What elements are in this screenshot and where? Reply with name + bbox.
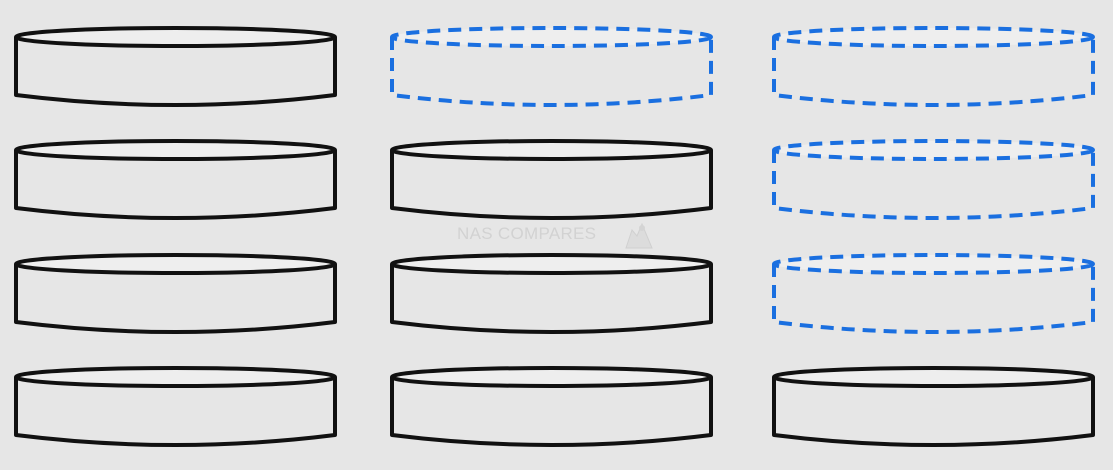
disk-drive	[14, 253, 337, 334]
empty-disk-slot	[390, 26, 713, 107]
empty-slot-top	[390, 26, 713, 48]
disk-body	[14, 377, 337, 447]
empty-disk-slot	[772, 139, 1095, 220]
disk-top	[14, 26, 337, 48]
disk-drive	[14, 366, 337, 447]
disk-body	[14, 264, 337, 334]
empty-slot-body	[772, 37, 1095, 107]
disk-top	[772, 366, 1095, 388]
disk-top	[14, 253, 337, 275]
empty-slot-top	[772, 253, 1095, 275]
disk-top	[390, 139, 713, 161]
watermark-text: NAS COMPARES	[457, 224, 597, 243]
empty-slot-body	[390, 37, 713, 107]
empty-slot-body	[772, 150, 1095, 220]
disk-drive	[14, 26, 337, 107]
empty-disk-slot	[772, 253, 1095, 334]
disk-body	[390, 150, 713, 220]
empty-slot-top	[772, 26, 1095, 48]
disk-top	[14, 366, 337, 388]
disk-drive	[772, 366, 1095, 447]
watermark-logo-icon	[625, 222, 653, 249]
disk-top	[390, 366, 713, 388]
disk-top	[390, 253, 713, 275]
disk-body	[390, 264, 713, 334]
disk-body	[390, 377, 713, 447]
empty-slot-body	[772, 264, 1095, 334]
empty-slot-top	[772, 139, 1095, 161]
empty-disk-slot	[772, 26, 1095, 107]
disk-drive	[390, 253, 713, 334]
disk-body	[14, 150, 337, 220]
disk-body	[14, 37, 337, 107]
disk-drive	[390, 139, 713, 220]
disk-drive	[14, 139, 337, 220]
disk-drive	[390, 366, 713, 447]
disk-top	[14, 139, 337, 161]
disk-body	[772, 377, 1095, 447]
